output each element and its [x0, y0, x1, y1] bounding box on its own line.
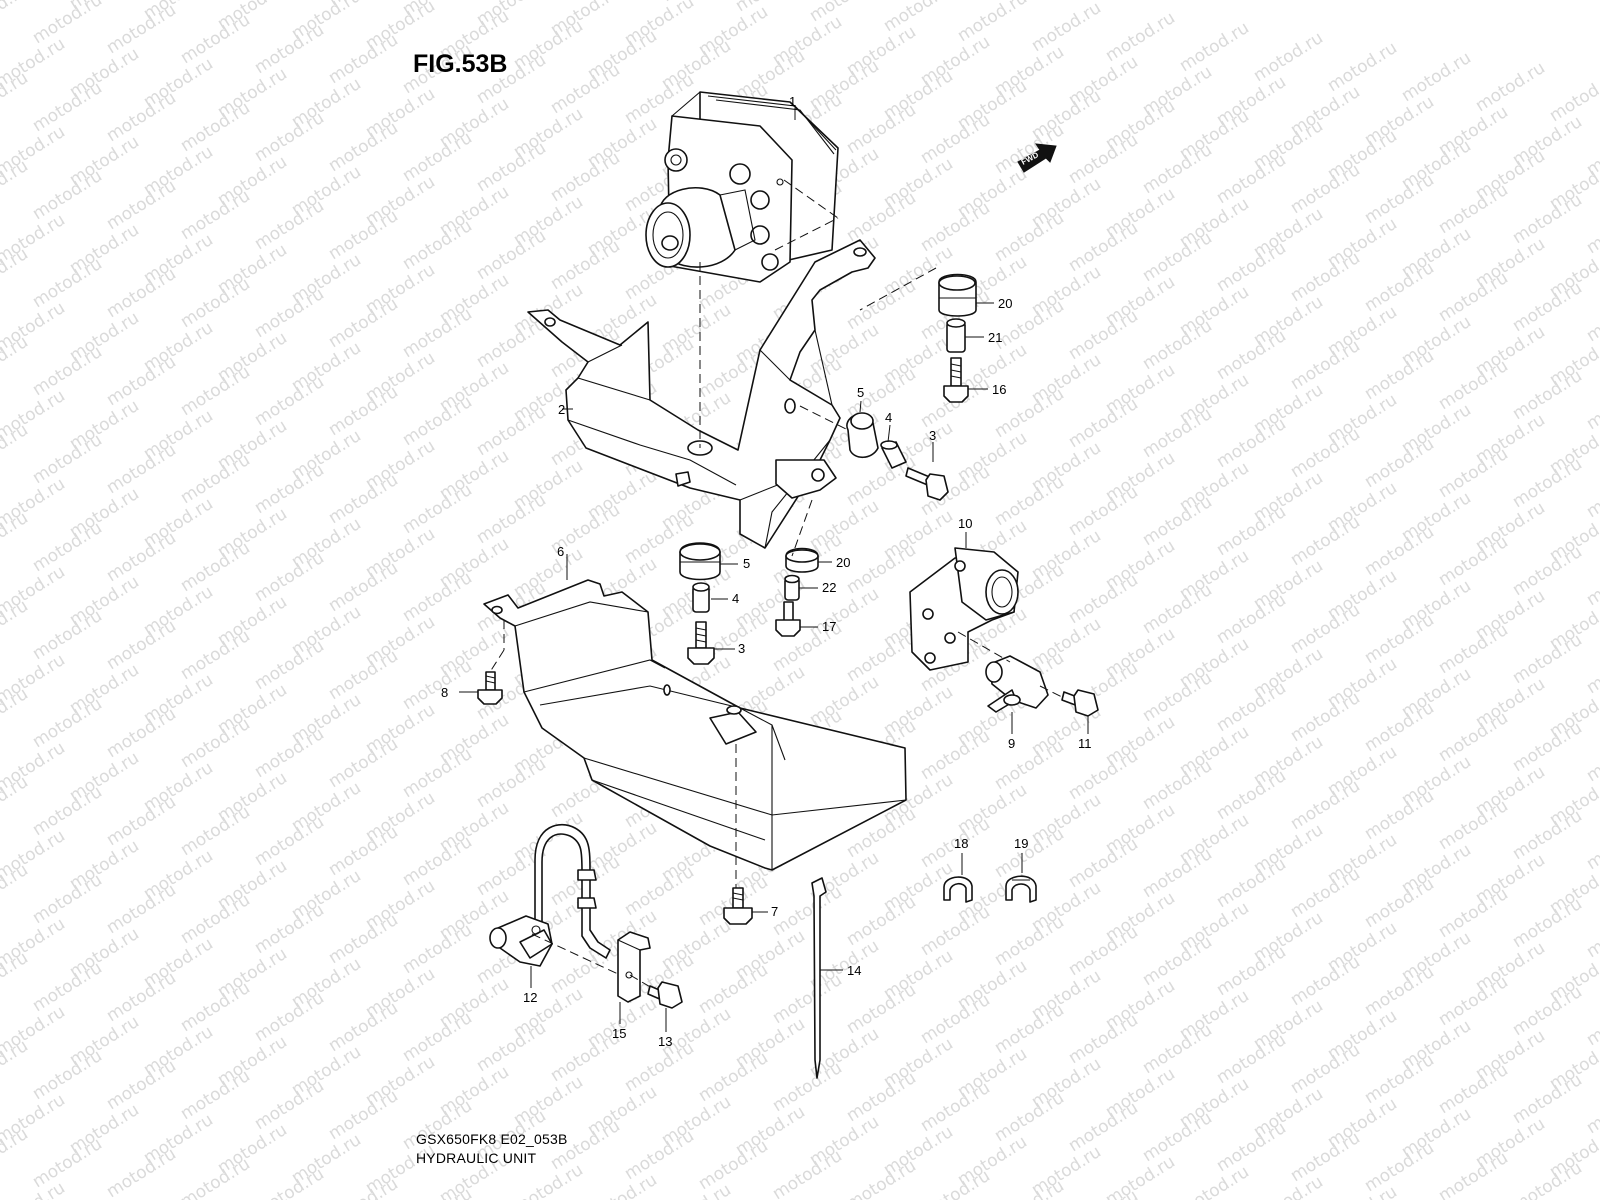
clamp-plate — [617, 931, 651, 1003]
collar-21 — [946, 318, 966, 353]
callout-4b: 4 — [732, 591, 739, 606]
callout-8: 8 — [441, 685, 448, 700]
callout-14: 14 — [847, 963, 861, 978]
bolt-7 — [723, 887, 753, 925]
connector-bracket — [909, 547, 1019, 671]
watermark-text: motod.ru — [1583, 376, 1600, 434]
grommet-20-lower — [785, 547, 819, 573]
collar-4-upper — [880, 440, 907, 469]
diagram-code: GSX650FK8 E02_053B — [416, 1131, 568, 1147]
callout-11: 11 — [1078, 736, 1092, 751]
callout-numbers: 1 2 3 4 5 6 5 4 3 20 22 17 20 21 16 8 7 … — [441, 94, 1092, 1049]
callout-19: 19 — [1014, 836, 1028, 851]
grommet-5-upper — [846, 412, 879, 459]
watermark-text: motod.ru — [1028, 0, 1105, 56]
screw-8 — [477, 671, 503, 705]
watermark-text: motod.ru — [1583, 1080, 1600, 1138]
callout-21: 21 — [988, 330, 1002, 345]
clip-19 — [1005, 875, 1037, 903]
callout-6: 6 — [557, 544, 564, 559]
callout-16: 16 — [992, 382, 1006, 397]
callout-5b: 5 — [743, 556, 750, 571]
watermark-text: motod.ru — [1176, 18, 1253, 76]
watermark-text: motod.ru — [0, 0, 32, 38]
bolt-3-upper — [905, 467, 949, 501]
callout-20a: 20 — [998, 296, 1012, 311]
watermark-text: motod.ru — [1472, 58, 1549, 116]
callout-2: 2 — [558, 402, 565, 417]
cable-tie — [811, 877, 827, 1079]
callout-13: 13 — [658, 1034, 672, 1049]
hydraulic-unit — [645, 91, 839, 283]
watermark-text: motod.ru — [1583, 288, 1600, 346]
callout-5a: 5 — [857, 385, 864, 400]
watermark-text: motod.ru — [325, 1174, 402, 1200]
clip-18 — [943, 876, 973, 903]
callout-7: 7 — [771, 904, 778, 919]
upper-bracket — [527, 239, 876, 549]
watermark-text: motod.ru — [1324, 38, 1401, 96]
watermark-text: motod.ru — [1583, 552, 1600, 610]
watermark-text: motod.ru — [658, 1180, 735, 1200]
callout-15: 15 — [612, 1026, 626, 1041]
watermark-text: motod.ru — [1583, 728, 1600, 786]
watermark-text: motod.ru — [954, 0, 1031, 46]
callout-3b: 3 — [738, 641, 745, 656]
speed-sensor — [985, 655, 1049, 713]
brake-hose — [489, 823, 611, 967]
callout-18: 18 — [954, 836, 968, 851]
watermark-text: motod.ru — [1583, 816, 1600, 874]
bolt-17 — [775, 601, 801, 637]
watermark-text: motod.ru — [1324, 1182, 1401, 1200]
collar-22 — [784, 574, 800, 601]
leader-lines — [459, 108, 1089, 1032]
watermark-text: motod.ru — [1176, 1162, 1253, 1200]
watermark-text: motod.ru — [1250, 28, 1327, 86]
callout-9: 9 — [1008, 736, 1015, 751]
watermark-text: motod.ru — [991, 1176, 1068, 1200]
watermark-text: motod.ru — [1583, 640, 1600, 698]
watermark-text: motod.ru — [29, 0, 106, 48]
figure-title: FIG.53B — [413, 50, 508, 78]
watermark-text: motod.ru — [1583, 1168, 1600, 1200]
bolt-13 — [647, 981, 683, 1009]
bolt-3-lower — [687, 621, 715, 665]
callout-10: 10 — [958, 516, 972, 531]
watermark-text: motod.ru — [1583, 904, 1600, 962]
watermark-text: motod.ru — [1398, 48, 1475, 106]
callout-4a: 4 — [885, 410, 892, 425]
watermark-text: motod.ru — [1583, 464, 1600, 522]
watermark-text: motod.ru — [1250, 1172, 1327, 1200]
watermark-text: motod.ru — [1102, 8, 1179, 66]
diagram-name: HYDRAULIC UNIT — [416, 1150, 537, 1166]
watermark-text: motod.ru — [1102, 1152, 1179, 1200]
watermark-text: motod.ru — [880, 0, 957, 36]
callout-20b: 20 — [836, 555, 850, 570]
callout-1: 1 — [789, 94, 796, 109]
callout-17: 17 — [822, 619, 836, 634]
callout-22: 22 — [822, 580, 836, 595]
collar-4-lower — [692, 582, 710, 613]
lower-cover — [483, 579, 907, 871]
callout-3a: 3 — [929, 428, 936, 443]
watermark-text: motod.ru — [1583, 992, 1600, 1050]
assembly-lines — [489, 179, 1065, 989]
watermark-text: motod.ru — [584, 1170, 661, 1200]
watermark-text: motod.ru — [1583, 200, 1600, 258]
bolt-16 — [943, 357, 969, 403]
bolt-11 — [1061, 689, 1099, 717]
watermark-text: motod.ru — [917, 1166, 994, 1200]
grommet-20-upper — [938, 273, 977, 317]
callout-12: 12 — [523, 990, 537, 1005]
grommet-5-lower — [679, 542, 721, 581]
